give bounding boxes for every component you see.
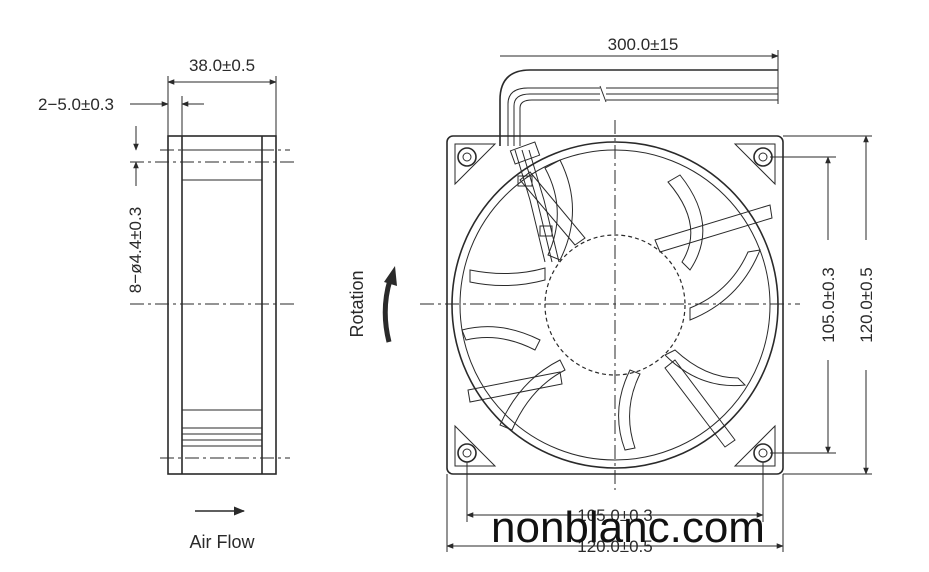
venturi-outer-ring <box>451 141 779 469</box>
side-top-frame <box>181 149 263 181</box>
hole-spacing-v-text: 105.0±0.3 <box>819 267 838 343</box>
side-bottom-frame <box>181 409 263 429</box>
width-dimension-text: 38.0±0.5 <box>189 56 255 75</box>
side-body-outline <box>167 135 277 475</box>
lead-wire-cable <box>499 69 778 263</box>
cable-dimension-text: 300.0±15 <box>608 35 679 54</box>
hub-outline <box>544 234 686 376</box>
air-flow-label: Air Flow <box>189 532 255 552</box>
frame-struts <box>467 171 773 448</box>
mount-hole-top-left <box>457 147 477 167</box>
hole-spacing-h-text: 105.0±0.3 <box>577 506 653 525</box>
watermark-text: nonblanc.com <box>491 503 765 552</box>
hole-dimension-text: 8−ø4.4±0.3 <box>126 207 145 293</box>
rotation-label: Rotation <box>347 270 367 337</box>
side-view: 38.0±0.5 2−5.0±0.3 8−ø4.4±0.3 Air Flow <box>38 56 296 552</box>
impeller-blades <box>461 159 761 451</box>
rotation-arrow-head <box>384 266 397 286</box>
flange-dimension-text: 2−5.0±0.3 <box>38 95 114 114</box>
mount-hole-top-right <box>753 147 773 167</box>
rotation-arrow-shaft <box>382 279 393 343</box>
size-h-text: 120.0±0.5 <box>577 537 653 556</box>
rotation-indicator: Rotation <box>347 266 397 343</box>
mount-hole-bottom-right <box>753 443 773 463</box>
front-view: 300.0±15 105.0±0.3 120.0±0.5 105.0±0.3 1… <box>420 35 876 556</box>
size-v-text: 120.0±0.5 <box>857 267 876 343</box>
mount-hole-bottom-left <box>457 443 477 463</box>
